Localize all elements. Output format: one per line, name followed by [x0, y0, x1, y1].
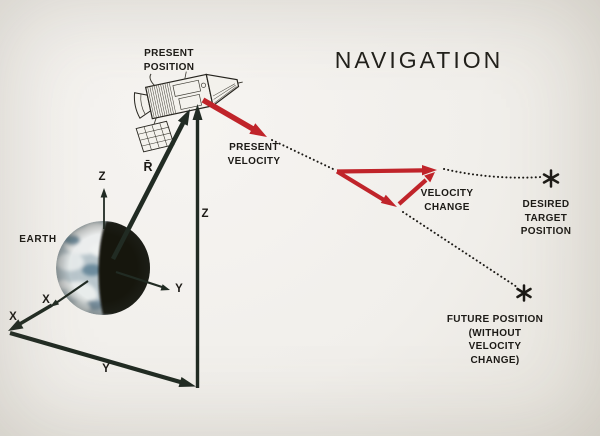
label-present-velocity: PRESENT VELOCITY	[227, 142, 281, 167]
asterisk-icon	[516, 284, 532, 302]
label-x-axis-local: X	[42, 294, 50, 306]
x-frame-axis-arrow	[8, 303, 53, 331]
spacecraft-icon	[133, 71, 243, 153]
label-z-axis-local: Z	[98, 171, 106, 183]
label-future-position: FUTURE POSITION (WITHOUT VELOCITY CHANGE…	[446, 314, 544, 366]
x-local-axis-arrow	[50, 280, 89, 307]
target-trajectory-dotted-line	[443, 168, 542, 179]
velocity-change-arrows	[335, 165, 437, 207]
label-x-axis-frame: X	[9, 311, 17, 323]
y-local-axis-arrow	[115, 270, 170, 291]
label-r-vector: R̄	[143, 160, 153, 174]
label-z-axis-frame: Z	[201, 208, 209, 220]
label-y-axis-frame: Y	[102, 363, 110, 375]
r-vector-arrow	[110, 109, 190, 261]
label-desired-target-position: DESIRED TARGET POSITION	[520, 199, 572, 237]
label-velocity-change: VELOCITY CHANGE	[420, 188, 474, 213]
z-local-axis-arrow	[100, 188, 108, 229]
earth-illustration	[56, 221, 150, 315]
page-title: NAVIGATION	[334, 47, 504, 73]
label-earth: EARTH	[19, 234, 57, 245]
label-y-axis-local: Y	[175, 283, 183, 295]
future-trajectory-dotted-line	[402, 211, 518, 288]
y-frame-axis-arrow	[9, 330, 196, 387]
label-present-position: PRESENT POSITION	[143, 48, 195, 73]
asterisk-icon	[542, 169, 560, 188]
z-frame-axis-arrow	[192, 104, 203, 388]
trajectory-dotted-line	[271, 139, 334, 170]
present-velocity-arrow	[201, 97, 267, 137]
